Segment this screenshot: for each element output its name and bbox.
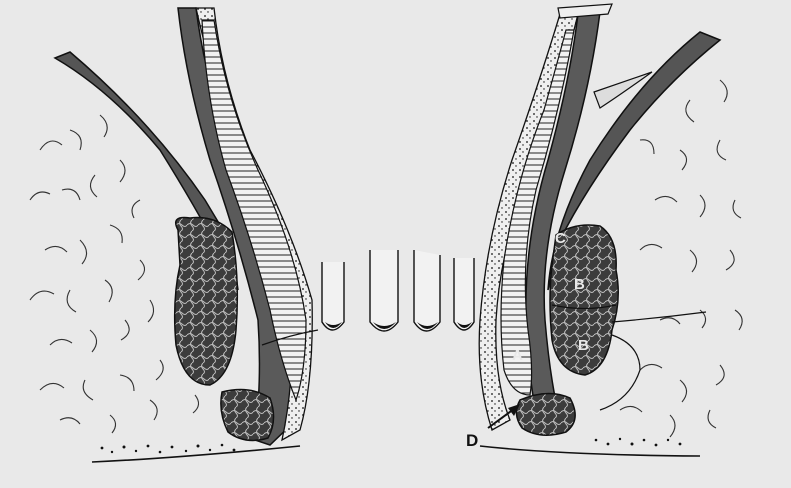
label-b-lower: B [578, 337, 589, 354]
papillae-dark-tips [325, 322, 472, 329]
skin-baseline [92, 446, 700, 462]
anal-papillae [322, 250, 474, 331]
left-gland-mass [175, 218, 238, 386]
label-a: A [512, 347, 523, 364]
right-ducts [600, 312, 706, 410]
right-fat-tissue [620, 77, 742, 437]
label-c: C [555, 230, 566, 247]
label-d: D [466, 431, 478, 450]
left-lower-gland [221, 390, 274, 441]
skin-stipple-left [101, 444, 236, 454]
right-sleeve [558, 4, 612, 18]
label-b-upper: B [574, 276, 585, 293]
right-lower-gland [516, 393, 575, 435]
skin-stipple-right [595, 438, 682, 447]
